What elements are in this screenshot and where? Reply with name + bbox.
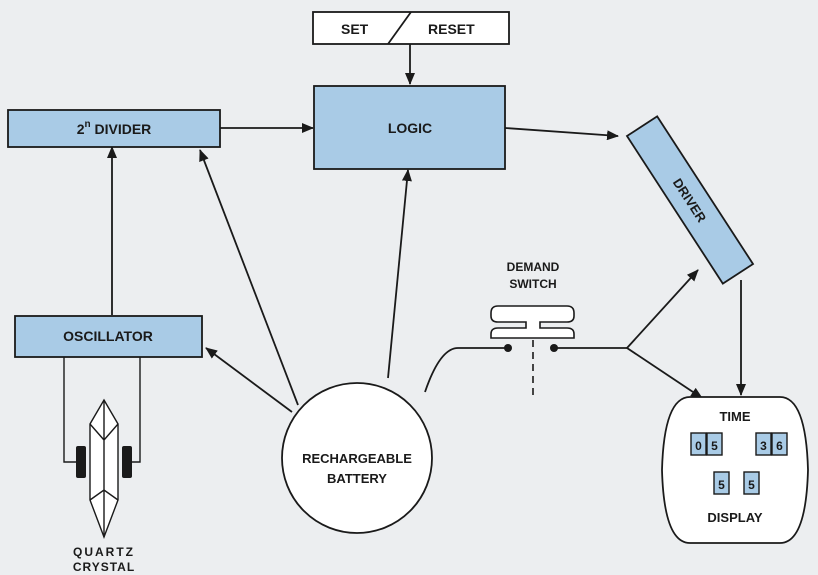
switch-label-line2: SWITCH [509, 277, 556, 291]
battery-label-line1: RECHARGEABLE [302, 451, 412, 466]
crystal-label-line2: CRYSTAL [73, 560, 135, 574]
switch-contact-right [550, 344, 558, 352]
connections [107, 44, 746, 413]
oscillator-block: OSCILLATOR [14, 315, 203, 358]
display-title: TIME [719, 409, 750, 424]
rechargeable-battery: RECHARGEABLE BATTERY [281, 382, 433, 534]
divider-block: 2n DIVIDER [7, 109, 221, 148]
oscillator-label: OSCILLATOR [63, 328, 153, 344]
digit-cell: 6 [771, 432, 788, 456]
demand-switch: DEMAND SWITCH [490, 260, 575, 398]
digit-cell: 5 [706, 432, 723, 456]
arrow-switch-to-driver [626, 269, 699, 349]
quartz-crystal: QUARTZ CRYSTAL [63, 357, 141, 574]
set-reset-box: SET RESET [312, 11, 510, 45]
logic-block: LOGIC [313, 85, 506, 170]
arrow-switch-to-display [626, 347, 703, 399]
digit: 5 [711, 439, 718, 453]
switch-button [490, 305, 575, 339]
battery-label-line2: BATTERY [327, 471, 387, 486]
arrow-logic-to-driver [504, 127, 619, 141]
crystal-electrode-right [122, 446, 132, 478]
display-label: DISPLAY [707, 510, 762, 525]
set-label: SET [341, 21, 369, 37]
digit-cell: 5 [743, 471, 760, 495]
arrow-battery-to-divider [199, 149, 299, 406]
digit: 3 [760, 439, 767, 453]
logic-label: LOGIC [388, 120, 432, 136]
switch-label-line1: DEMAND [507, 260, 560, 274]
time-display: TIME DISPLAY 0 5 3 6 5 5 [661, 396, 809, 544]
reset-label: RESET [428, 21, 475, 37]
driver-block: DRIVER [625, 115, 755, 285]
digit: 5 [748, 478, 755, 492]
digit: 5 [718, 478, 725, 492]
digit: 0 [695, 439, 702, 453]
wire-battery-to-switch [424, 347, 508, 393]
digit-cell: 0 [690, 432, 707, 456]
digit-cell: 3 [755, 432, 772, 456]
crystal-electrode-left [76, 446, 86, 478]
crystal-label-line1: QUARTZ [73, 545, 135, 559]
arrow-battery-to-logic [387, 169, 412, 379]
switch-contact-left [504, 344, 512, 352]
divider-label: 2n DIVIDER [77, 119, 152, 137]
digit-cell: 5 [713, 471, 730, 495]
arrow-battery-to-oscillator [205, 347, 293, 413]
digit: 6 [776, 439, 783, 453]
